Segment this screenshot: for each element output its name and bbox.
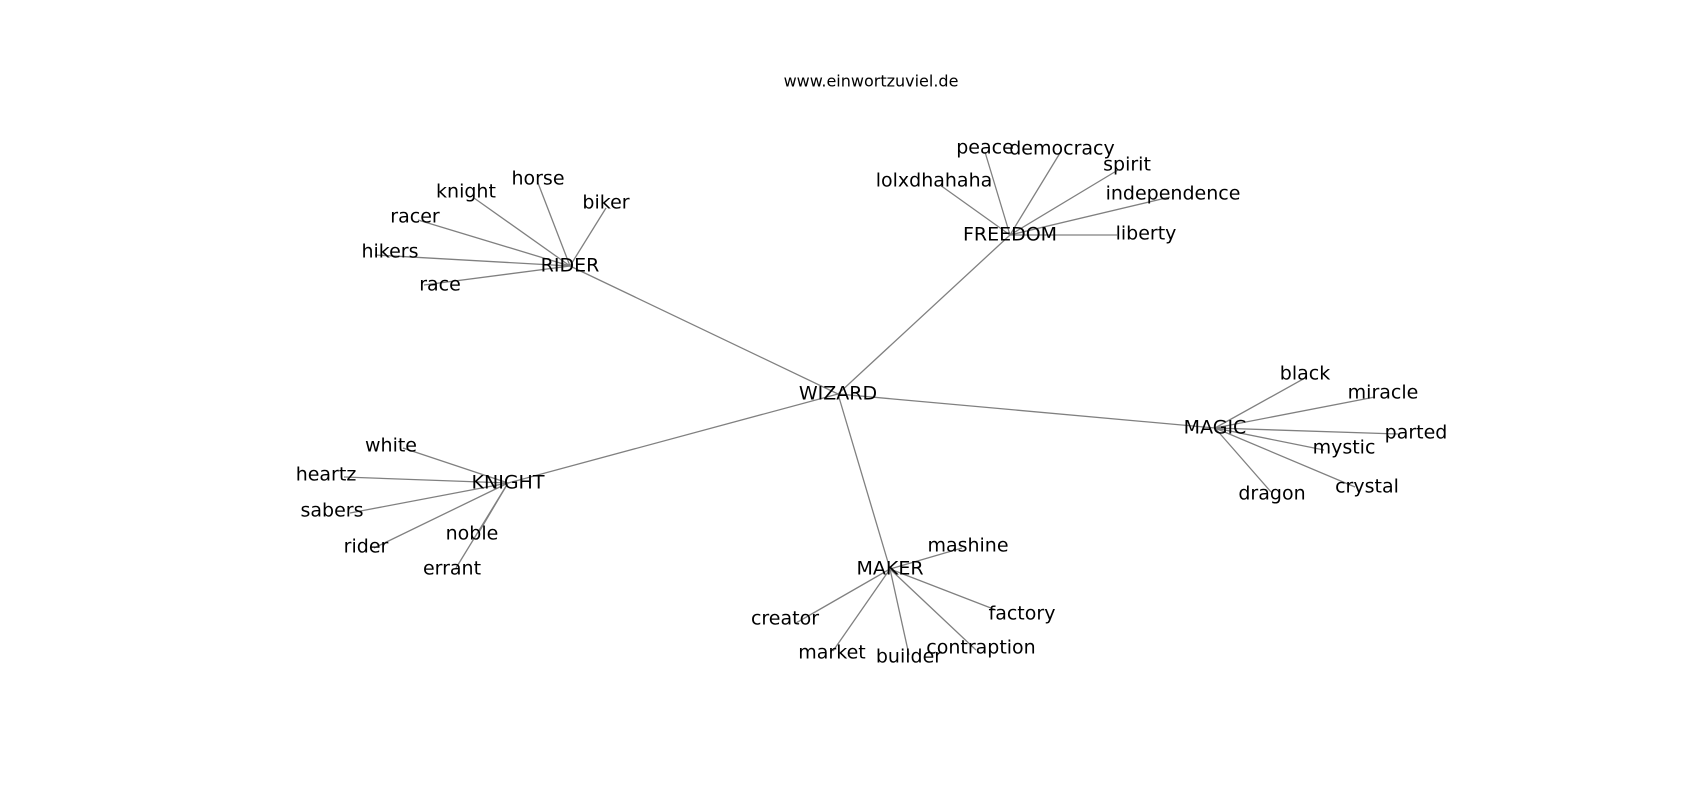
edge-freedom-spirit: [1009, 169, 1119, 236]
hub-node-magic: MAGIC: [1184, 417, 1247, 439]
edge-layer: [343, 151, 1399, 656]
leaf-node-freedom-spirit: spirit: [1103, 154, 1151, 176]
edge-center-magic: [837, 393, 1216, 429]
hub-node-knight: KNIGHT: [472, 472, 545, 494]
edge-freedom-democracy: [1009, 152, 1061, 236]
leaf-node-maker-builder: builder: [876, 646, 942, 668]
leaf-node-knight-rider: rider: [344, 536, 389, 558]
center-node: WIZARD: [799, 383, 877, 405]
leaf-node-rider-horse: horse: [511, 168, 564, 190]
edge-maker-factory: [889, 568, 997, 611]
edge-rider-knight: [473, 197, 571, 267]
edge-magic-black: [1214, 377, 1306, 429]
edge-rider-racer: [417, 219, 571, 267]
leaf-node-magic-parted: parted: [1385, 422, 1448, 444]
edge-magic-mystic: [1214, 427, 1325, 451]
edge-center-freedom: [837, 234, 1011, 395]
hub-node-freedom: FREEDOM: [963, 224, 1057, 246]
hub-node-maker: MAKER: [856, 558, 923, 580]
edge-maker-builder: [889, 568, 910, 656]
edge-knight-rider: [373, 482, 509, 549]
leaf-node-freedom-liberty: liberty: [1116, 223, 1177, 245]
edge-center-maker: [837, 393, 891, 570]
edge-center-rider: [569, 265, 839, 395]
leaf-node-knight-sabers: sabers: [300, 500, 363, 522]
leaf-node-rider-race: race: [419, 274, 461, 296]
leaf-node-rider-biker: biker: [582, 192, 629, 214]
edge-magic-crystal: [1214, 427, 1356, 488]
leaf-node-maker-contraption: contraption: [926, 637, 1035, 659]
edge-magic-miracle: [1214, 396, 1376, 429]
edge-knight-white: [402, 447, 509, 484]
leaf-node-knight-errant: errant: [423, 558, 481, 580]
leaf-node-freedom-independence: independence: [1106, 183, 1241, 205]
leaf-node-magic-mystic: mystic: [1313, 437, 1376, 459]
leaf-node-knight-noble: noble: [446, 523, 499, 545]
leaf-node-magic-black: black: [1280, 363, 1330, 385]
edge-rider-horse: [537, 182, 571, 267]
leaf-node-maker-market: market: [798, 642, 865, 664]
leaf-node-freedom-lolxdhahaha: lolxdhahaha: [876, 170, 993, 192]
leaf-node-rider-racer: racer: [390, 206, 440, 228]
edge-maker-mashine: [889, 547, 963, 570]
edge-maker-creator: [795, 568, 891, 624]
leaf-node-maker-creator: creator: [751, 608, 819, 630]
edge-knight-heartz: [343, 476, 509, 484]
leaf-node-rider-hikers: hikers: [361, 241, 418, 263]
edge-knight-errant: [455, 482, 509, 569]
leaf-node-magic-dragon: dragon: [1238, 483, 1305, 505]
leaf-node-magic-miracle: miracle: [1348, 382, 1419, 404]
leaf-node-maker-mashine: mashine: [927, 535, 1008, 557]
edge-magic-parted: [1214, 427, 1399, 435]
leaf-node-knight-white: white: [365, 435, 417, 457]
hub-node-rider: RIDER: [541, 255, 600, 277]
edge-center-knight: [507, 393, 839, 484]
edge-freedom-lolxdhahaha: [939, 184, 1011, 236]
edge-freedom-independence: [1009, 196, 1171, 236]
leaf-node-maker-factory: factory: [989, 603, 1056, 625]
edge-knight-sabers: [349, 482, 509, 514]
leaf-node-freedom-peace: peace: [956, 137, 1014, 159]
leaf-node-rider-knight: knight: [436, 181, 496, 203]
edge-rider-biker: [569, 207, 607, 267]
edge-maker-market: [832, 568, 891, 652]
leaf-node-knight-heartz: heartz: [296, 464, 357, 486]
edge-maker-contraption: [889, 568, 977, 651]
site-title: www.einwortzuviel.de: [784, 72, 959, 91]
leaf-node-magic-crystal: crystal: [1335, 476, 1399, 498]
edge-magic-dragon: [1214, 427, 1272, 493]
edge-rider-race: [423, 265, 571, 286]
edge-rider-hikers: [374, 254, 571, 267]
leaf-node-freedom-democracy: democracy: [1009, 138, 1114, 160]
edge-freedom-peace: [984, 151, 1011, 236]
